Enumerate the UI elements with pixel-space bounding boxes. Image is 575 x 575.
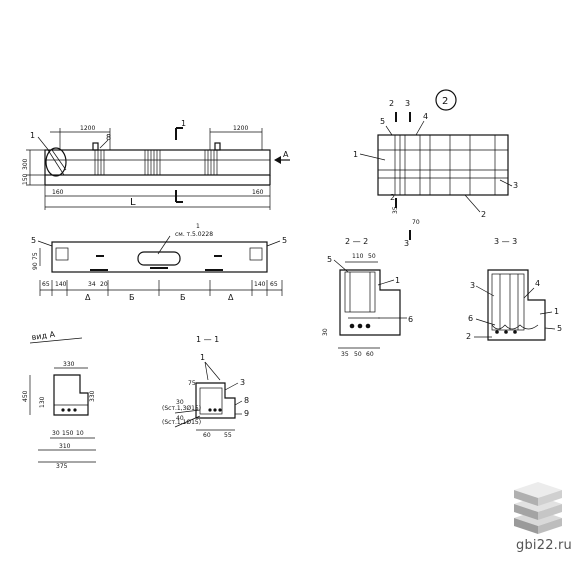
sec22-dim-left: 30 <box>322 328 329 336</box>
node2-section-mark-bottom-a: 2 <box>390 193 395 202</box>
elev-callout-8: 8 <box>106 133 111 142</box>
sec22-callout-5: 5 <box>327 255 332 264</box>
sec22-callout-6: 6 <box>408 315 413 324</box>
viewA-title: вид А <box>31 330 56 342</box>
section-2-2: 2 — 2 5 1 6 110 50 35 50 60 30 <box>322 237 413 358</box>
node2-dim-1: 70 <box>412 219 420 226</box>
sec11-dim-3: 40 <box>176 415 184 422</box>
sec11-callout-3: 3 <box>240 378 245 387</box>
viewA-dim-top: 330 <box>63 361 75 368</box>
elev-length-label: L <box>130 197 136 208</box>
plan-callout: 1 <box>196 223 200 230</box>
plan-dim-8: 65 <box>270 281 278 288</box>
node2-section-mark-b: 3 <box>405 99 410 108</box>
elev-dim-top-left: 1200 <box>80 125 95 132</box>
plan-end-mark-right: 5 <box>282 236 287 245</box>
node2-section-mark-a: 2 <box>389 99 394 108</box>
viewA-dim-left-2: 130 <box>39 396 46 408</box>
sec11-dim-1: 75 <box>188 380 196 387</box>
sec11-callout-8: 8 <box>244 396 249 405</box>
plan-dim-2: 140 <box>55 281 67 288</box>
sec11-dim-5: 55 <box>224 432 232 439</box>
sec11-title: 1 — 1 <box>196 335 219 344</box>
sec33-callout-6: 6 <box>468 314 473 323</box>
viewA-dim-right: 330 <box>89 390 96 402</box>
section-3-3: 3 — 3 3 4 1 6 2 5 <box>466 237 562 341</box>
viewA-dim-left-1: 450 <box>22 390 29 402</box>
sec11-dim-4: 60 <box>203 432 211 439</box>
sec22-callout-1: 1 <box>395 276 400 285</box>
plan-callout-note: см. т.5.0228 <box>175 231 213 238</box>
plan-end-mark-left: 5 <box>31 236 36 245</box>
sec22-dim-bottom-1: 35 <box>341 351 349 358</box>
sec33-callout-1: 1 <box>554 307 559 316</box>
sec22-dim-bottom-2: 50 <box>354 351 362 358</box>
sec33-callout-2: 2 <box>466 332 471 341</box>
plan-dim-3: Δ <box>85 293 91 302</box>
node2-callout-4: 4 <box>423 112 428 121</box>
elev-dim-end-left: 160 <box>52 189 64 196</box>
sec22-dim-top-2: 50 <box>368 253 376 260</box>
sec22-dim-top-1: 110 <box>352 253 364 260</box>
elev-view-arrow-label: A <box>283 150 289 159</box>
view-a: вид А 330 450 130 330 30 150 10 310 375 <box>22 330 96 470</box>
node2-section-mark-bottom-b: 3 <box>404 239 409 248</box>
viewA-dim-bottom-3: 10 <box>76 430 84 437</box>
plan-dim-4: Б <box>129 293 135 302</box>
viewA-dim-total: 375 <box>56 463 68 470</box>
sec22-title: 2 — 2 <box>345 237 368 246</box>
plan-small-dim-2: 20 <box>100 281 108 288</box>
elev-dim-left-1: 300 <box>22 158 29 170</box>
sec11-callout-1: 1 <box>200 353 205 362</box>
sec11-note-2: (Sст.1,1Ø15) <box>162 419 201 426</box>
sec33-callout-4: 4 <box>535 279 540 288</box>
node2-label: 2 <box>442 96 448 107</box>
beam-plan: 1 см. т.5.0228 5 5 75 90 65 140 Δ Б Б Δ … <box>31 223 287 302</box>
plan-small-dim-1: 34 <box>88 281 96 288</box>
sec33-callout-3: 3 <box>470 281 475 290</box>
sec11-dim-2: 30 <box>176 399 184 406</box>
plan-dim-6: Δ <box>228 293 234 302</box>
viewA-dim-bottom-2: 150 <box>62 430 74 437</box>
sec22-dim-bottom-3: 60 <box>366 351 374 358</box>
node2-callout-2: 2 <box>481 210 486 219</box>
node2-callout-5: 5 <box>380 117 385 126</box>
plan-dim-1: 65 <box>42 281 50 288</box>
sec11-note-1: (Sст.1,3Ø15) <box>162 405 201 412</box>
elev-dim-top-right: 1200 <box>233 125 248 132</box>
sec33-title: 3 — 3 <box>494 237 517 246</box>
beam-elevation: 1200 1200 1 1 8 300 150 160 160 L A <box>22 119 290 210</box>
section-1-1: 1 — 1 1 3 8 9 (Sст.1,3Ø15) (Sст.1,1Ø15) … <box>162 335 249 439</box>
plan-dim-7: 140 <box>254 281 266 288</box>
plan-dim-left-2: 90 <box>32 262 39 270</box>
viewA-dim-mid: 310 <box>59 443 71 450</box>
plan-dim-left-1: 75 <box>32 252 39 260</box>
node2-dim-2: 35 <box>392 206 399 214</box>
stacked-slabs-logo-icon <box>514 482 562 534</box>
elev-dim-end-right: 160 <box>252 189 264 196</box>
viewA-dim-bottom-1: 30 <box>52 430 60 437</box>
sec11-callout-9: 9 <box>244 409 249 418</box>
sec33-callout-5: 5 <box>557 324 562 333</box>
elev-section-mark: 1 <box>181 119 186 128</box>
plan-dim-5: Б <box>180 293 186 302</box>
elev-callout-1: 1 <box>30 131 35 140</box>
node-2-detail: 2 2 3 2 3 1 2 3 4 5 70 35 <box>353 89 518 248</box>
node2-callout-1: 1 <box>353 150 358 159</box>
elev-dim-left-2: 150 <box>22 173 29 185</box>
node2-callout-3: 3 <box>513 181 518 190</box>
watermark-url: gbi22.ru <box>516 538 572 553</box>
